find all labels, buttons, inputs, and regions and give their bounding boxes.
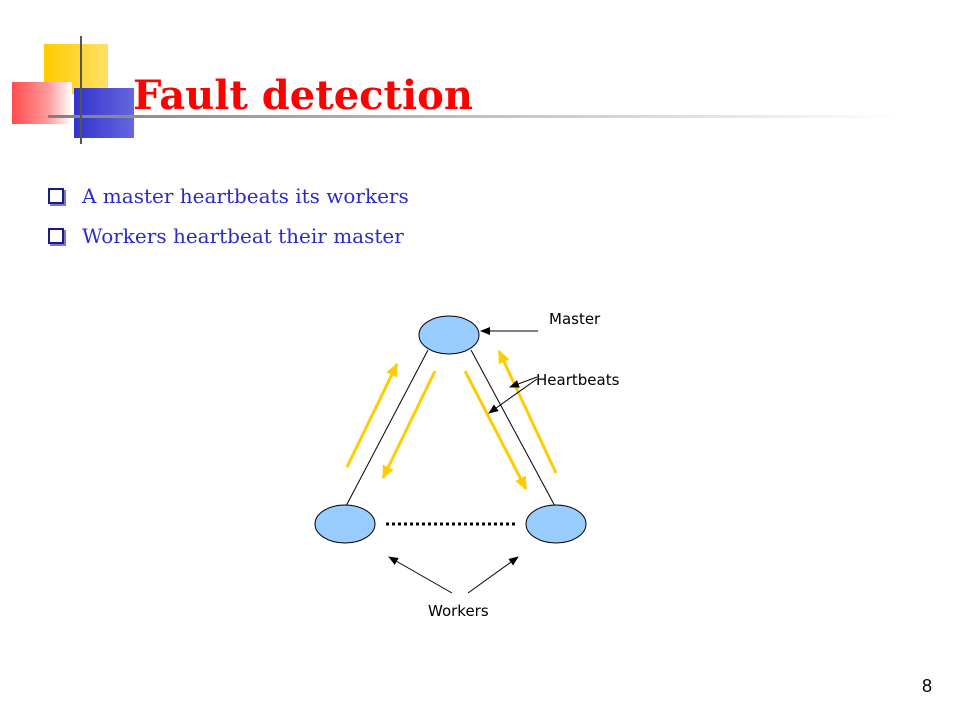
worker-node-right [525, 504, 587, 544]
bullet-item: A master heartbeats its workers [48, 176, 409, 216]
master-node [418, 315, 480, 355]
worker-node-left [314, 504, 376, 544]
bullet-item: Workers heartbeat their master [48, 216, 409, 256]
workers-pointer-left [388, 556, 453, 594]
heartbeats-pointer-upper [509, 376, 538, 388]
bullet-text: A master heartbeats its workers [82, 184, 409, 208]
title-underline [48, 115, 898, 118]
bullet-text: Workers heartbeat their master [82, 224, 404, 248]
checkbox-bullet-icon [48, 188, 64, 204]
slide-title: Fault detection [133, 72, 473, 119]
heartbeat-arrow-left-up [345, 363, 399, 468]
master-left-link [344, 349, 429, 509]
checkbox-bullet-icon [48, 228, 64, 244]
heartbeat-arrow-right-up [497, 350, 558, 474]
master-right-link [470, 349, 557, 509]
vertical-rule [80, 36, 82, 144]
master-label: Master [549, 310, 601, 328]
decorative-corner-graphic [12, 36, 898, 144]
heartbeat-arrow-right-down [463, 370, 528, 490]
workers-pointer-right [467, 556, 519, 594]
heartbeat-arrow-left-down [381, 370, 437, 479]
page-number: 8 [921, 676, 932, 696]
workers-label: Workers [428, 602, 489, 620]
heartbeats-pointer-lower [488, 378, 538, 414]
blue-block [74, 88, 134, 138]
bullet-list: A master heartbeats its workers Workers … [48, 176, 409, 256]
heartbeats-label: Heartbeats [536, 371, 620, 389]
